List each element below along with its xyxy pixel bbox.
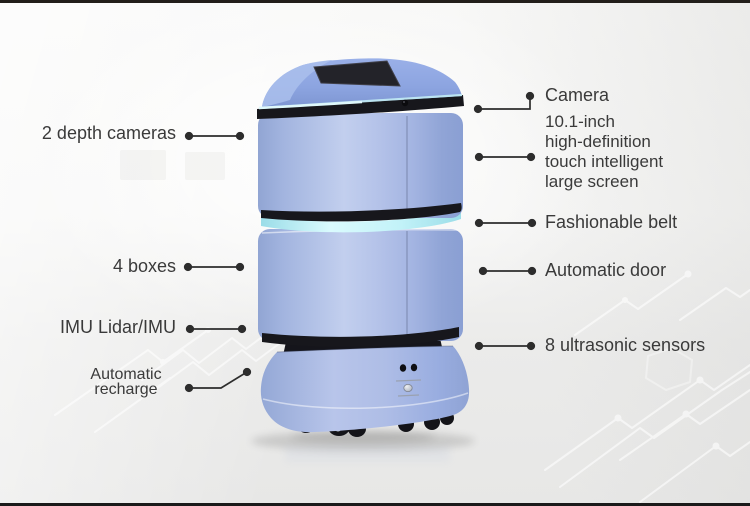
robot-belt xyxy=(261,210,461,233)
connector-fashionable-belt xyxy=(474,218,537,228)
feature-label-boxes: 4 boxes xyxy=(0,257,176,276)
robot-middle-box xyxy=(258,229,463,341)
feature-label-text: Fashionable belt xyxy=(545,212,678,232)
connector-touch-screen xyxy=(474,152,536,162)
feature-label-ultrasonic-sensors: 8 ultrasonic sensors xyxy=(545,336,705,355)
feature-label-line: recharge xyxy=(94,381,158,398)
bottom-border-line xyxy=(0,503,750,506)
wall-frame xyxy=(185,152,225,180)
connector-automatic-door xyxy=(478,266,537,276)
feature-label-text: 2 depth cameras xyxy=(41,123,176,143)
top-border-line xyxy=(0,0,750,3)
feature-label-text: 8 ultrasonic sensors xyxy=(545,335,706,355)
connector-ultrasonic-sensors xyxy=(474,341,536,351)
feature-label-line: 10.1-inch xyxy=(545,112,615,131)
feature-label-text: Camera xyxy=(545,85,610,105)
feature-label-line: touch intelligent xyxy=(545,152,664,171)
connector-imu-lidar xyxy=(185,324,247,334)
feature-label-fashionable-belt: Fashionable belt xyxy=(545,213,677,232)
middle-box-dark-band xyxy=(262,327,459,347)
base-front-sensors xyxy=(399,363,418,372)
robot-reflection xyxy=(285,446,450,462)
connector-boxes xyxy=(183,262,245,272)
feature-label-imu-lidar: IMU Lidar/IMU xyxy=(0,318,176,337)
connector-depth-cameras xyxy=(184,131,245,141)
wall-frame xyxy=(120,150,166,180)
feature-label-camera: Camera xyxy=(545,86,609,105)
feature-label-automatic-door: Automatic door xyxy=(545,261,666,280)
robot-illustration xyxy=(251,58,475,462)
feature-label-text: Automatic door xyxy=(545,260,667,280)
upper-box-dark-band xyxy=(261,203,462,222)
connector-lines xyxy=(183,91,537,393)
base-crease-highlight xyxy=(262,392,469,410)
robot-upper-box xyxy=(258,113,463,218)
head-left-facet xyxy=(262,60,332,107)
connector-camera xyxy=(473,91,535,114)
feature-label-touch-screen: 10.1-inch high-definition touch intellig… xyxy=(545,112,663,192)
connector-auto-recharge xyxy=(184,367,252,393)
robot-screen xyxy=(313,60,401,87)
feature-label-text: IMU Lidar/IMU xyxy=(59,317,176,337)
head-dark-band xyxy=(257,95,464,119)
circuit-traces xyxy=(54,270,750,503)
feature-label-auto-recharge: Automatic recharge xyxy=(72,366,180,398)
feature-label-line: Automatic xyxy=(90,366,162,383)
feature-label-line: large screen xyxy=(545,172,639,191)
base-charge-port xyxy=(395,379,422,397)
feature-label-depth-cameras: 2 depth cameras xyxy=(0,124,176,143)
feature-label-line: high-definition xyxy=(545,132,651,151)
feature-label-text: 4 boxes xyxy=(112,256,176,276)
head-camera-dot xyxy=(401,99,409,107)
